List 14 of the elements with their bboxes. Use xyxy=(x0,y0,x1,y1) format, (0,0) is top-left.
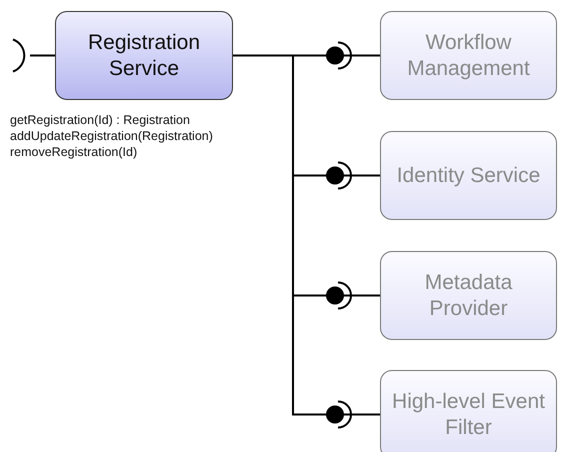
component-box xyxy=(380,251,557,340)
component-box xyxy=(55,11,233,100)
component-box xyxy=(380,131,557,220)
component-name: Workflow Management xyxy=(406,30,531,82)
operation-text: removeRegistration(Id) xyxy=(10,144,138,160)
component-box xyxy=(380,370,557,452)
interface-connector xyxy=(12,38,55,72)
component-name: Metadata Provider xyxy=(424,270,514,322)
component-name: Identity Service xyxy=(396,162,542,188)
operation-text: addUpdateRegistration(Registration) xyxy=(10,128,213,144)
component-name: Registration Service xyxy=(86,30,202,82)
component-name: High-level Event Filter xyxy=(391,388,546,440)
operation-text: getRegistration(Id) : Registration xyxy=(10,112,191,128)
component-box xyxy=(380,11,557,100)
